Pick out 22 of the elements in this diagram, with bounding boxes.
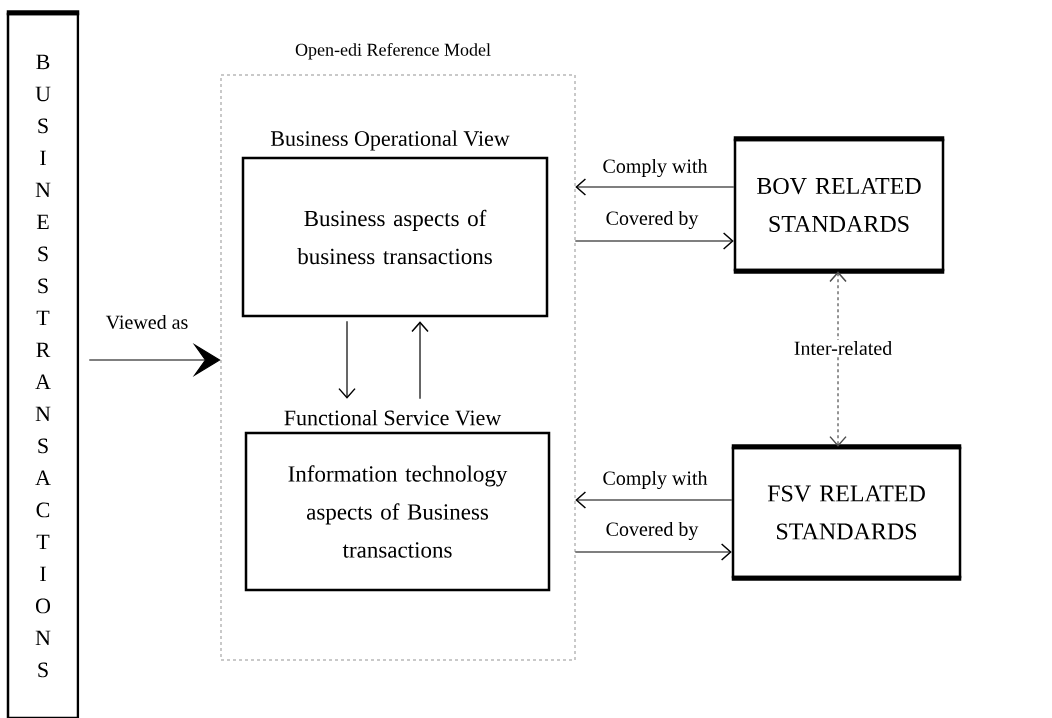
arrow — [574, 543, 732, 561]
view-heading: Business Operational View — [270, 130, 510, 151]
edge-label: Covered by — [604, 520, 700, 542]
arrow — [575, 178, 735, 196]
arrow — [338, 320, 356, 399]
view-heading: Functional Service View — [284, 409, 502, 426]
view-box: Information technology aspects of Business transactions — [244, 431, 551, 592]
standards-box: FSV RELATED STANDARDS — [731, 444, 962, 581]
arrow — [574, 232, 734, 250]
standards-box: BOV RELATED STANDARDS — [733, 136, 945, 274]
arrow — [575, 491, 733, 509]
edge-label: Comply with — [601, 469, 709, 491]
edge-label: Inter-related — [792, 339, 894, 357]
vertical-title-box: BUSINESS TRANSACTIONS — [6, 10, 80, 718]
view-box: Business aspects of business transactions — [241, 156, 549, 318]
dashed-frame — [220, 74, 576, 661]
edge-label: Comply with — [601, 157, 709, 179]
edge-label: Covered by — [604, 209, 700, 231]
arrow — [829, 271, 847, 447]
arrow — [411, 321, 429, 400]
frame-title: Open-edi Reference Model — [295, 42, 491, 60]
edge-label: Viewed as — [104, 313, 190, 331]
